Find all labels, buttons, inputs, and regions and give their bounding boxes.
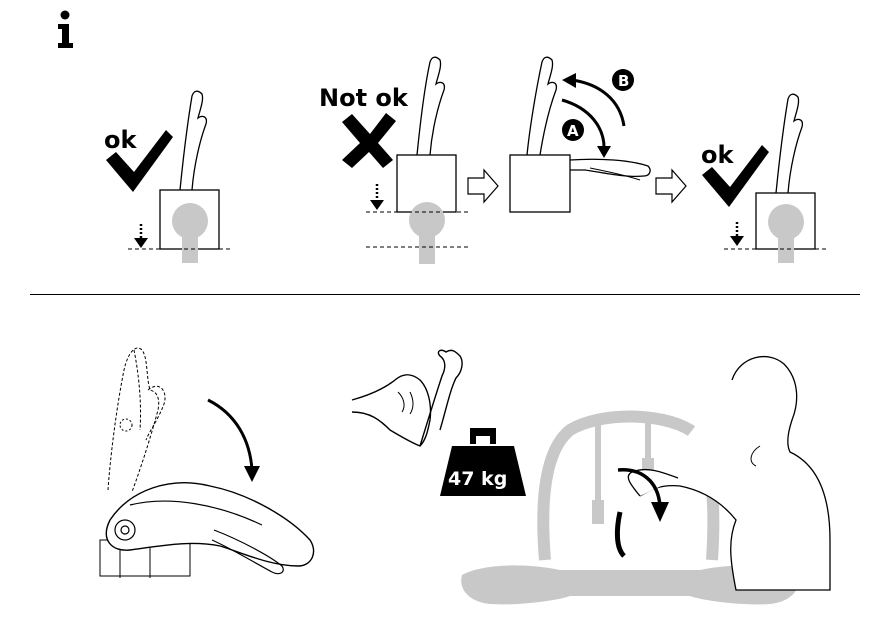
- arm-lowered: [569, 158, 651, 178]
- arm-lever: [775, 93, 804, 194]
- lever-folded: [105, 482, 315, 567]
- arrow-right-icon: [467, 168, 499, 204]
- curved-arrow-icon-b: [571, 78, 626, 127]
- lever-upright-dashed: [107, 347, 160, 493]
- arrow-right-icon: [655, 168, 687, 204]
- arm-lever: [526, 56, 558, 156]
- section-divider: [30, 294, 860, 295]
- person: [639, 355, 831, 591]
- svg-text:47 kg: 47 kg: [448, 468, 507, 490]
- not-ok-label: Not ok: [319, 84, 408, 112]
- svg-text:A: A: [567, 122, 579, 140]
- ball: [768, 204, 804, 240]
- cross-icon: [342, 113, 396, 168]
- flexed-arm-icon: [351, 349, 463, 447]
- ok-label-2: ok: [701, 141, 734, 169]
- lever-fold-illustration: [99, 347, 315, 578]
- ball: [409, 202, 445, 238]
- ball-neck: [182, 230, 198, 263]
- panel-2-step: [342, 56, 468, 264]
- box: [509, 154, 571, 213]
- marker-a: [562, 119, 584, 141]
- curved-arrow-icon: [617, 468, 662, 507]
- arm-lowered-detail: [589, 167, 641, 181]
- carrier-base: [461, 565, 799, 605]
- panel-1-step: [106, 90, 232, 263]
- checkmark-icon: [702, 145, 769, 207]
- down-arrow-icon: [370, 184, 384, 210]
- arm-lever: [179, 90, 208, 191]
- info-icon: [58, 10, 73, 48]
- marker-b: [612, 69, 634, 91]
- down-arrow-icon: [134, 224, 148, 248]
- ok-label-1: ok: [104, 126, 137, 154]
- panel-4-step: [702, 93, 828, 263]
- checkmark-icon: [106, 130, 173, 192]
- weight-icon: 47 kg: [440, 428, 526, 496]
- ball-neck: [419, 228, 435, 264]
- bike-carrier-illustration: [461, 355, 831, 605]
- svg-text:B: B: [618, 72, 629, 90]
- ball: [172, 203, 208, 239]
- ball-neck: [778, 230, 794, 263]
- curved-arrow-icon-a: [561, 98, 606, 151]
- curved-arrow-icon: [207, 398, 254, 471]
- panel-3-step: A B: [509, 56, 651, 213]
- arm-lever: [416, 56, 446, 156]
- down-arrow-icon: [730, 222, 744, 246]
